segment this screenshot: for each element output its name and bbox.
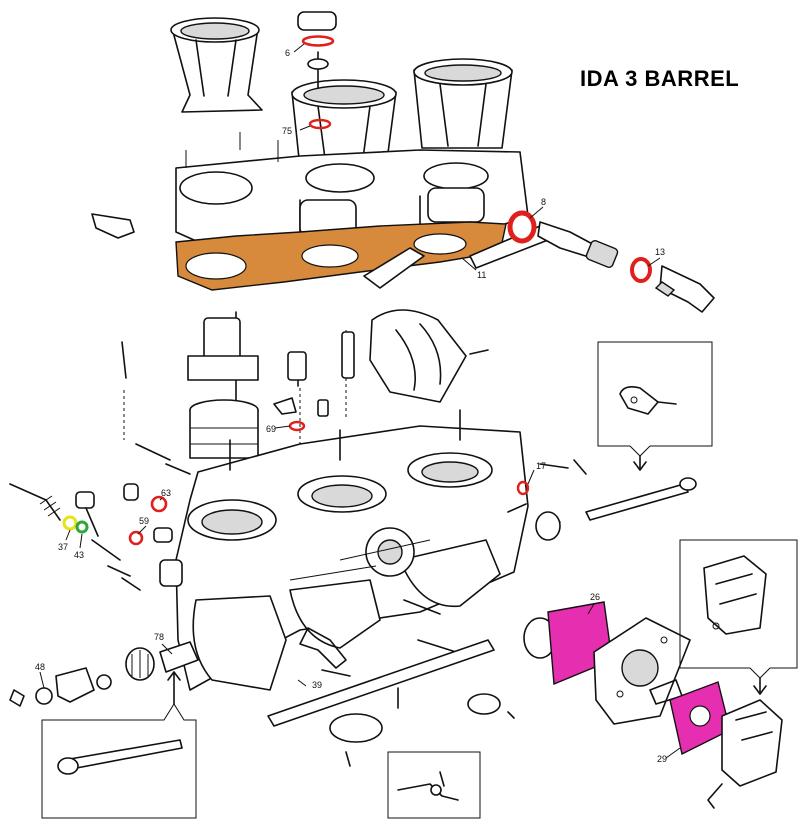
label-leader-lines [39, 43, 681, 759]
seal-ring-17 [516, 480, 530, 496]
label-39: 39 [312, 680, 322, 690]
washer-43 [75, 520, 89, 534]
label-26: 26 [590, 592, 600, 602]
left-small-parts [9, 443, 199, 707]
main-body-assembly [121, 309, 587, 727]
top-fuel-cap [297, 11, 337, 89]
seal-ring-59 [128, 530, 144, 546]
seal-ring-13 [630, 257, 652, 283]
seal-ring-69 [288, 420, 306, 432]
label-13: 13 [655, 247, 665, 257]
label-8: 8 [541, 197, 546, 207]
throttle-disc [329, 713, 383, 743]
accelerator-pump-assembly [523, 601, 783, 809]
callout-choke-lever [585, 341, 713, 521]
air-trumpet-right [413, 58, 513, 149]
callout-pump-cover [679, 539, 798, 695]
label-29: 29 [657, 754, 667, 764]
label-78: 78 [154, 632, 164, 642]
washer-37 [62, 515, 78, 531]
choke-housing [369, 309, 489, 403]
label-69: 69 [266, 424, 276, 434]
bracket-plate [91, 213, 135, 239]
label-48: 48 [35, 662, 45, 672]
label-43: 43 [74, 550, 84, 560]
label-63: 63 [161, 488, 171, 498]
air-trumpet-left [170, 17, 263, 113]
fuel-banjo-fitting [363, 210, 715, 313]
throttle-spindle [267, 639, 495, 727]
carburettor-main-body [175, 409, 529, 691]
seal-ring-75 [308, 118, 332, 130]
auxiliary-venturi [187, 317, 259, 459]
label-75: 75 [282, 126, 292, 136]
callout-throttle-lever [387, 751, 481, 819]
part-number-labels: 6 75 8 13 11 69 17 63 59 37 43 26 78 48 … [35, 48, 667, 764]
label-6: 6 [285, 48, 290, 58]
label-11: 11 [477, 270, 486, 280]
seal-ring-6 [301, 35, 335, 47]
callout-throttle-shaft [41, 671, 197, 819]
seal-ring-8 [507, 210, 537, 244]
label-17: 17 [536, 461, 546, 471]
label-37: 37 [58, 542, 68, 552]
top-cover-assembly [91, 11, 715, 313]
diagram-title: IDA 3 BARREL [580, 66, 740, 91]
seal-ring-63 [150, 495, 168, 513]
label-59: 59 [139, 516, 149, 526]
